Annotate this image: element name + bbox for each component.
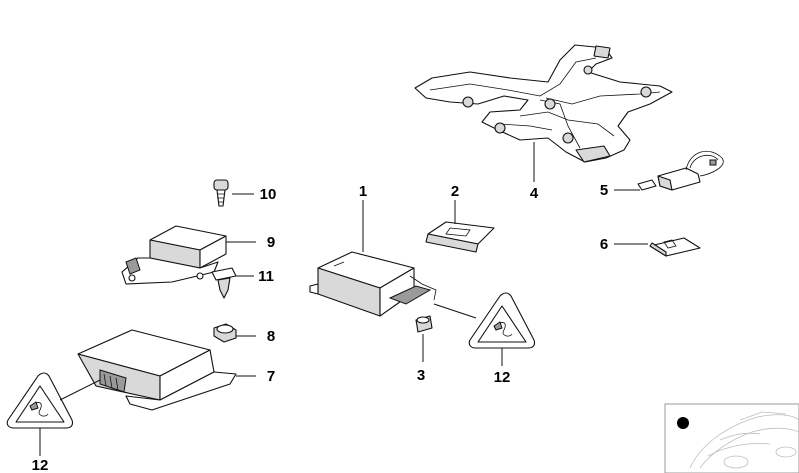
callout-8: 8 [267,328,275,345]
part-8-nut [213,323,237,343]
callout-9: 9 [267,234,275,251]
callout-6: 6 [600,236,608,253]
callout-3: 3 [417,367,425,384]
callout-4: 4 [530,185,539,202]
callout-2: 2 [451,183,459,200]
part-2-bracket [425,221,495,253]
part-1-control-unit [309,251,437,317]
callout-5: 5 [600,182,608,199]
part-5-sensor [637,150,724,191]
part-9-crash-sensor [121,225,227,285]
part-4-wiring-harness [414,44,673,163]
callout-11: 11 [258,268,274,285]
callout-1: 1 [359,183,367,200]
part-11-clip [211,267,237,299]
part-3-nut [415,315,433,333]
part-12-warning-label-left [6,372,74,429]
callout-12-left: 12 [32,457,49,473]
callout-7: 7 [267,368,275,385]
callout-12-right: 12 [494,369,511,386]
part-6-clip [649,237,701,257]
vehicle-locator-thumbnail [664,403,799,473]
callout-labels: 1 2 3 4 5 6 7 8 9 10 11 12 12 [32,182,609,473]
part-12-warning-label-right [468,292,536,349]
callout-10: 10 [260,186,277,203]
part-10-screw [213,179,229,207]
part-7-module [77,329,237,411]
leader-lines [39,142,648,456]
location-dot-icon [677,417,689,429]
